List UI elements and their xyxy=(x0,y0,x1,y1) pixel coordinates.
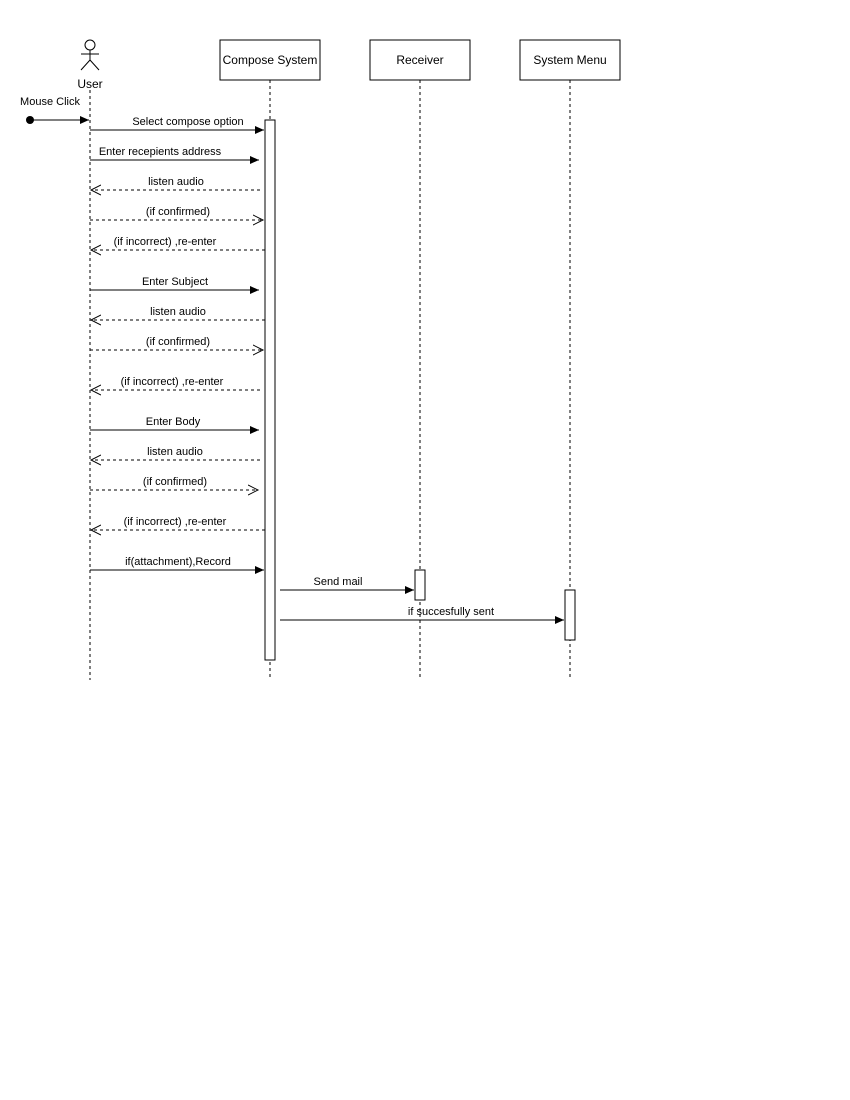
message-label: (if incorrect) ,re-enter xyxy=(114,236,217,248)
message-label: Enter recepients address xyxy=(99,146,222,158)
participant-compose-system-label: Compose System xyxy=(223,53,318,67)
message-label: if(attachment),Record xyxy=(125,556,231,568)
message-label: if succesfully sent xyxy=(408,606,494,618)
message-3: (if confirmed) xyxy=(90,206,263,220)
message-5: Enter Subject xyxy=(90,276,259,294)
participant-receiver-label: Receiver xyxy=(396,53,443,67)
found-message: Mouse Click xyxy=(20,96,89,124)
message-12: (if incorrect) ,re-enter xyxy=(91,516,265,530)
message-2: listen audio xyxy=(91,176,260,190)
message-8: (if incorrect) ,re-enter xyxy=(91,376,260,390)
participant-system-menu: System Menu xyxy=(519,39,621,81)
message-label: (if confirmed) xyxy=(143,476,207,488)
message-label: listen audio xyxy=(147,446,203,458)
participant-receiver: Receiver xyxy=(369,39,471,81)
message-1: Enter recepients address xyxy=(90,146,259,164)
receiver-activation xyxy=(414,569,426,601)
participant-compose-system: Compose System xyxy=(219,39,321,81)
compose-system-activation xyxy=(264,119,276,661)
message-7: (if confirmed) xyxy=(90,336,263,350)
message-13: if(attachment),Record xyxy=(90,556,264,574)
message-label: (if confirmed) xyxy=(146,206,210,218)
message-label: Enter Body xyxy=(146,416,201,428)
message-15: if succesfully sent xyxy=(280,606,564,624)
participant-system-menu-label: System Menu xyxy=(533,53,606,67)
message-11: (if confirmed) xyxy=(90,476,258,490)
found-message-label: Mouse Click xyxy=(20,96,80,108)
message-label: Send mail xyxy=(314,576,363,588)
user-actor: User xyxy=(77,39,103,91)
stick-figure-icon xyxy=(80,39,100,71)
message-label: (if incorrect) ,re-enter xyxy=(124,516,227,528)
message-4: (if incorrect) ,re-enter xyxy=(91,236,265,250)
message-0: Select compose option xyxy=(90,116,264,134)
message-6: listen audio xyxy=(91,306,265,320)
system-menu-activation xyxy=(564,589,576,641)
message-label: (if confirmed) xyxy=(146,336,210,348)
message-label: (if incorrect) ,re-enter xyxy=(121,376,224,388)
message-label: Select compose option xyxy=(132,116,243,128)
message-label: Enter Subject xyxy=(142,276,208,288)
message-label: listen audio xyxy=(150,306,206,318)
message-10: listen audio xyxy=(91,446,260,460)
message-label: listen audio xyxy=(148,176,204,188)
message-9: Enter Body xyxy=(90,416,259,434)
user-actor-label: User xyxy=(77,77,102,91)
message-14: Send mail xyxy=(280,576,414,594)
